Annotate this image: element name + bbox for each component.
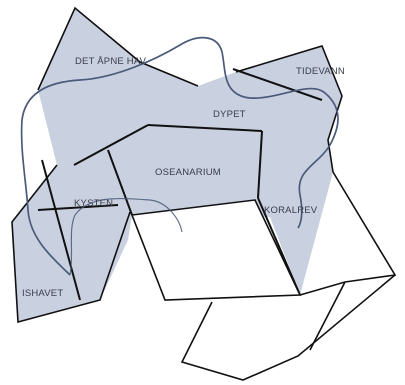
region-label-dypet: DYPET xyxy=(213,109,246,120)
region-label-kysten: KYSTEN xyxy=(74,198,113,209)
region-label-det-apne-hav: DET ÅPNE HAV xyxy=(75,56,147,67)
region-label-tidevann: TIDEVANN xyxy=(296,66,345,77)
unshaded-outline xyxy=(310,282,345,350)
region-label-ishavet: ISHAVET xyxy=(22,288,63,299)
region-label-koralrev: KORALREV xyxy=(264,205,318,216)
region-label-oseanarium: OSEANARIUM xyxy=(155,167,221,178)
